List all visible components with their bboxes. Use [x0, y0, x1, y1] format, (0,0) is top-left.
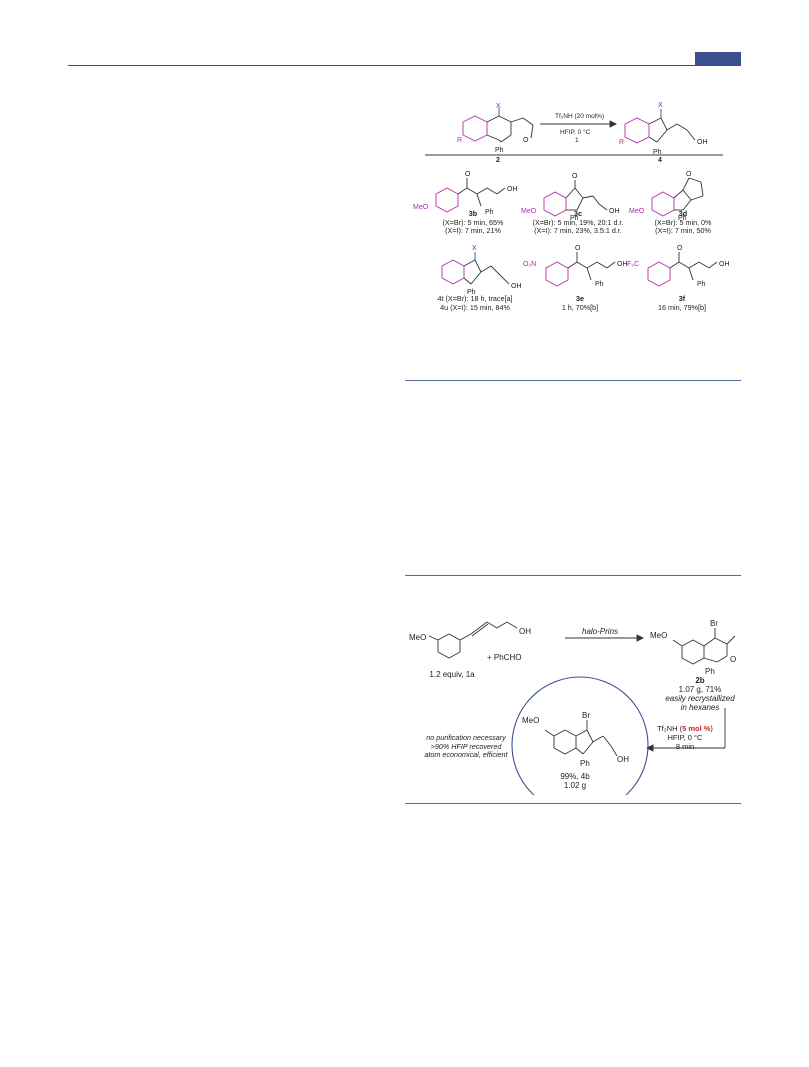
s2-1a-note: 1.2 equiv, 1a — [412, 670, 492, 680]
cmp-3e-o: O — [575, 245, 581, 252]
s2-cat-close: ) — [710, 724, 713, 733]
header-tab — [695, 52, 741, 65]
rule-2 — [405, 575, 741, 576]
s2-1a-note-text: 1.2 equiv, 1a — [429, 670, 475, 679]
caption-3f: 3f 16 min, 79%[b] — [642, 294, 722, 312]
s2-2b-note2: in hexanes — [680, 703, 720, 712]
scheme1-label-4: 4 — [658, 157, 662, 164]
s2-1a-oh: OH — [519, 627, 531, 636]
s2-conditions: Tf₂NH (5 mol %) HFIP, 0 °C 8 min — [635, 724, 735, 751]
caption-3c-line1: (X=Br): 5 min, 19%, 20:1 d.r. — [532, 217, 624, 227]
s2-arrow-label: halo-Prins — [582, 627, 618, 636]
cmp-3c-ph: Ph — [570, 215, 579, 222]
s2-4b-mass: 1.02 g — [563, 781, 587, 790]
caption-3d-id: 3d — [678, 209, 688, 218]
caption-3b-id: 3b — [468, 209, 478, 218]
cmp-4t-ph: Ph — [467, 289, 476, 296]
cmp-3d-ph: Ph — [678, 215, 687, 222]
cmp-3e-ph: Ph — [595, 281, 604, 288]
scheme1-r-product: R — [619, 139, 624, 146]
scheme1-label-2: 2 — [496, 157, 500, 164]
cmp-3c-o: O — [572, 173, 578, 180]
cmp-3e-o2n: O₂N — [523, 261, 536, 268]
cmp-4t-x: X — [472, 245, 477, 252]
caption-4u-line2: 4u (X=I): 15 min, 84% — [440, 302, 510, 312]
caption-3c-id: 3c — [574, 209, 582, 218]
scheme1-ph-product: Ph — [653, 149, 662, 156]
caption-3e-line1: 1 h, 70%[b] — [561, 302, 599, 312]
scheme1-oh-product: OH — [697, 139, 708, 146]
cmp-3c-oh: OH — [609, 208, 620, 215]
scheme1-r-start: R — [457, 137, 462, 144]
cmp-4t-oh: OH — [511, 283, 522, 290]
cmp-3b-oh: OH — [507, 186, 518, 193]
cmp-3c-meo: MeO — [521, 208, 537, 215]
cmp-3f-f3c: F₃C — [627, 261, 639, 268]
cmp-3b-o: O — [465, 171, 471, 178]
s2-2b-ph: Ph — [705, 667, 715, 676]
caption-3d: 3d (X=Br): 5 min, 0% (X=I): 7 min, 50% — [643, 209, 723, 236]
cmp-3d-o: O — [686, 171, 692, 178]
scheme1-reagent-top: Tf₂NH (20 mol%) — [555, 113, 604, 120]
cmp-3e-oh: OH — [617, 261, 628, 268]
rule-1 — [405, 380, 741, 381]
scheme1-x-start: X — [496, 103, 501, 110]
s2-note-2: atom economical, efficient — [424, 750, 508, 759]
caption-3b: 3b (X=Br): 5 min, 65% (X=I): 7 min, 21% — [433, 209, 513, 236]
cmp-3b-ph: Ph — [485, 209, 494, 216]
s2-cond1: HFIP, 0 °C — [667, 733, 703, 742]
s2-2b-id: 2b — [695, 676, 705, 685]
caption-3f-id: 3f — [678, 294, 686, 303]
s2-1a-meo: MeO — [409, 633, 426, 642]
cmp-3f-oh: OH — [719, 261, 730, 268]
scheme-2-structures: MeO OH + PhCHO halo-Prins MeO Br Ph O Me… — [409, 619, 736, 795]
scheme1-x-product: X — [658, 102, 663, 109]
s2-2b-meo: MeO — [650, 631, 667, 640]
cmp-3f-ph: Ph — [697, 281, 706, 288]
s2-notes: no purification necessary >90% HFIP reco… — [410, 733, 522, 760]
s2-2b-o: O — [730, 655, 736, 664]
caption-3d-line2: (X=I): 7 min, 50% — [655, 226, 711, 236]
caption-3d-line1: (X=Br): 5 min, 0% — [654, 217, 712, 227]
s2-4b-oh: OH — [617, 755, 629, 764]
s2-4b-yield: 99%, 4b — [560, 772, 590, 781]
caption-4t-line1: 4t (X=Br): 18 h, trace[a] — [437, 294, 513, 303]
s2-cat-label: Tf₂NH ( — [657, 724, 683, 733]
rule-3 — [405, 803, 741, 804]
s2-4b-caption: 99%, 4b 1.02 g — [535, 772, 615, 790]
caption-3e: 3e 1 h, 70%[b] — [540, 294, 620, 312]
caption-3f-line1: 16 min, 79%[b] — [658, 302, 706, 312]
s2-4b-br: Br — [582, 711, 590, 720]
cmp-3b-meo: MeO — [413, 204, 429, 211]
scheme1-reagent-bottom: HFIP, 0 °C — [560, 128, 591, 136]
s2-note-0: no purification necessary — [426, 733, 506, 742]
s2-cat-amount: 5 mol % — [682, 724, 711, 733]
cmp-3d-meo: MeO — [629, 208, 645, 215]
s2-plus: + PhCHO — [487, 653, 521, 662]
s2-note-1: >90% HFIP recovered — [430, 741, 502, 751]
cmp-3f-o: O — [677, 245, 683, 252]
header-rule — [68, 65, 741, 66]
caption-3b-line1: (X=Br): 5 min, 65% — [442, 217, 504, 227]
s2-2b-br: Br — [710, 619, 718, 628]
scheme-1-structures: X R Ph O 2 Tf₂NH (20 mol%) HFIP, 0 °C 1 … — [413, 102, 730, 296]
scheme1-reagent-time: 1 — [575, 137, 579, 144]
scheme1-ph-start: Ph — [495, 147, 504, 154]
caption-3c: 3c (X=Br): 5 min, 19%, 20:1 d.r. (X=I): … — [528, 209, 628, 236]
s2-2b-caption: 2b 1.07 g, 71% easily recrystallized in … — [660, 676, 740, 712]
caption-3c-line2: (X=I): 7 min, 23%, 3.5:1 d.r. — [534, 226, 622, 236]
caption-3b-line2: (X=I): 7 min, 21% — [445, 226, 501, 236]
s2-2b-yield: 1.07 g, 71% — [678, 685, 722, 694]
scheme1-o-start: O — [523, 137, 529, 144]
s2-4b-meo: MeO — [522, 716, 539, 725]
caption-4t: 4t (X=Br): 18 h, trace[a] 4u (X=I): 15 m… — [423, 294, 527, 312]
s2-2b-note1: easily recrystallized — [665, 694, 735, 703]
s2-cond2: 8 min — [675, 742, 695, 751]
caption-3e-id: 3e — [576, 294, 584, 303]
s2-4b-ph: Ph — [580, 759, 590, 768]
